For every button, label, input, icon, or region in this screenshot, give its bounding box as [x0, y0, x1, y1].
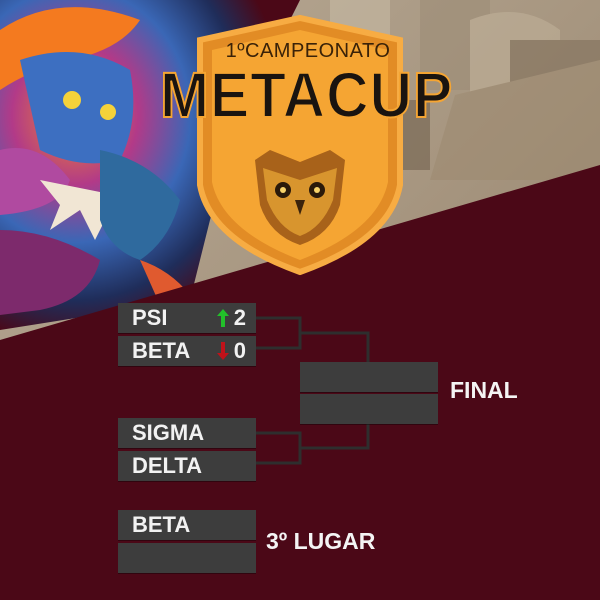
- edition-title: 1ºCAMPEONATO: [225, 40, 391, 62]
- map-buildings: [330, 0, 600, 180]
- third-place-team-b[interactable]: [118, 543, 256, 573]
- third-place-team-a[interactable]: BETA: [118, 510, 256, 540]
- third-place-label: 3º LUGAR: [266, 528, 376, 554]
- score-group: 0: [216, 336, 246, 366]
- final-team-a[interactable]: [300, 362, 438, 392]
- final-label: FINAL: [450, 377, 518, 403]
- arrow-up-icon: [216, 309, 229, 327]
- team-name: DELTA: [132, 453, 203, 478]
- arrow-down-icon: [216, 342, 229, 360]
- semifinal-2-team-b[interactable]: DELTA: [118, 451, 256, 481]
- team-name: SIGMA: [132, 420, 205, 445]
- event-logo-wordmark: METACUP: [159, 58, 454, 132]
- semifinal-1-team-b[interactable]: BETA 0: [118, 336, 256, 366]
- team-score: 2: [233, 305, 246, 330]
- team-score: 0: [233, 338, 246, 363]
- semifinal-2-team-a[interactable]: SIGMA: [118, 418, 256, 448]
- connector-lines: [256, 316, 370, 465]
- owl-icon: [255, 150, 345, 245]
- semifinal-1-team-a[interactable]: PSI 2: [118, 303, 256, 333]
- score-group: 2: [216, 303, 246, 333]
- team-name: BETA: [132, 338, 191, 363]
- final-team-b[interactable]: [300, 394, 438, 424]
- team-name: BETA: [132, 512, 191, 537]
- team-name: PSI: [132, 305, 168, 330]
- shield-logo: [197, 14, 403, 276]
- monster-details: [0, 7, 190, 315]
